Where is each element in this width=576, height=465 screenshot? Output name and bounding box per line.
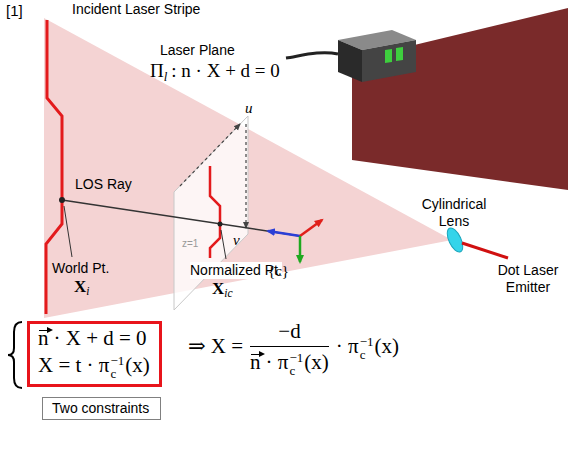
subscript: c	[289, 364, 303, 377]
script-stack: −1c	[360, 335, 374, 361]
y-axis-arrow	[299, 236, 302, 262]
image-plane	[174, 116, 248, 310]
normalized-point	[218, 222, 223, 227]
math-text: ⇒ X =	[188, 334, 243, 359]
label-group: Incident Laser Stripe	[72, 1, 200, 18]
label-group: [1]	[6, 2, 23, 20]
fraction-bar	[250, 346, 329, 347]
subscript: ic	[224, 287, 232, 301]
label-group: u	[245, 99, 253, 117]
math-text: X = t · π	[38, 352, 109, 379]
sensor-led	[396, 47, 403, 61]
brace	[8, 322, 22, 388]
math-text: : n · X + d = 0	[171, 60, 280, 83]
label-group: Dot Laser Emitter	[486, 262, 570, 296]
subscript: c	[110, 367, 124, 380]
superscript: −1	[289, 351, 303, 364]
label-group: Πl: n · X + d = 0	[150, 60, 280, 84]
math-text: −d	[278, 318, 300, 344]
script-stack: −1c	[289, 351, 303, 377]
math-text: n	[38, 325, 49, 352]
plane-label: z=1	[182, 238, 198, 250]
cylindrical-lens	[444, 226, 466, 255]
text-line: n· X + d = 0	[38, 325, 151, 352]
label-group: ⇒ X =−dn· π−1c(x)· π−1c(x)	[188, 318, 399, 377]
sensor-cable	[286, 53, 338, 58]
math-text: (x)	[125, 352, 150, 379]
note-box: Two constraints	[42, 397, 161, 420]
label-group: v	[233, 231, 240, 249]
equation-box: n· X + d = 0X = t · π−1c(x)	[27, 321, 162, 387]
math-text: (x)	[375, 334, 400, 359]
part-label: Cylindrical Lens	[410, 196, 498, 230]
dot-laser	[462, 243, 508, 258]
script-stack: −1c	[110, 354, 124, 380]
v-axis	[245, 124, 246, 228]
numerator: −d	[278, 318, 300, 344]
text-line: X = t · π−1c(x)	[38, 352, 151, 380]
part-label: Laser Plane	[160, 42, 235, 59]
world-point	[59, 197, 65, 203]
math-text: · π	[266, 349, 289, 375]
citation-number: [1]	[6, 2, 23, 20]
los-ray	[62, 200, 300, 236]
superscript: −1	[360, 335, 374, 348]
frame-label: {c}	[268, 262, 289, 280]
label-group: Xic	[212, 279, 233, 301]
math-text: · X + d = 0	[54, 325, 147, 352]
leader-line	[64, 206, 72, 257]
label-group: World Pt.	[52, 260, 109, 277]
note-text: Two constraints	[52, 400, 149, 417]
projected-stripe	[210, 166, 220, 258]
subscript: c	[360, 348, 374, 361]
math-text: n	[250, 349, 261, 375]
label-group: z=1	[182, 238, 198, 250]
label-group: Cylindrical Lens	[410, 196, 498, 230]
math-text: (x)	[304, 349, 329, 375]
label-group: LOS Ray	[75, 176, 132, 193]
text-line: Two constraints	[52, 400, 151, 417]
math-text: · π	[336, 334, 359, 359]
sensor-led	[385, 49, 392, 63]
axis-label: v	[233, 231, 240, 249]
part-label: Dot Laser Emitter	[486, 262, 570, 296]
fraction: −d n· π−1c(x)	[250, 318, 329, 377]
label-group: {c}	[268, 262, 289, 280]
label-group: Laser Plane	[160, 42, 235, 59]
math-text: Π	[150, 60, 164, 83]
part-label: World Pt.	[52, 260, 109, 277]
subscript: l	[164, 69, 168, 85]
part-label: Incident Laser Stripe	[72, 1, 200, 18]
x-axis-arrow	[300, 220, 322, 236]
sensor-face	[362, 40, 416, 82]
subscript: i	[86, 285, 89, 299]
sensor-side	[338, 40, 362, 82]
superscript: −1	[110, 354, 124, 367]
leader-line	[221, 230, 226, 259]
z-axis-arrow	[268, 231, 300, 236]
math-text: X	[212, 279, 224, 299]
denominator: n· π−1c(x)	[250, 349, 329, 377]
label-group: Xi	[74, 277, 90, 299]
part-label: LOS Ray	[75, 176, 132, 193]
math-text: X	[74, 277, 86, 297]
laser-plane	[44, 18, 452, 318]
u-axis	[180, 124, 240, 186]
axis-label: u	[245, 99, 253, 117]
